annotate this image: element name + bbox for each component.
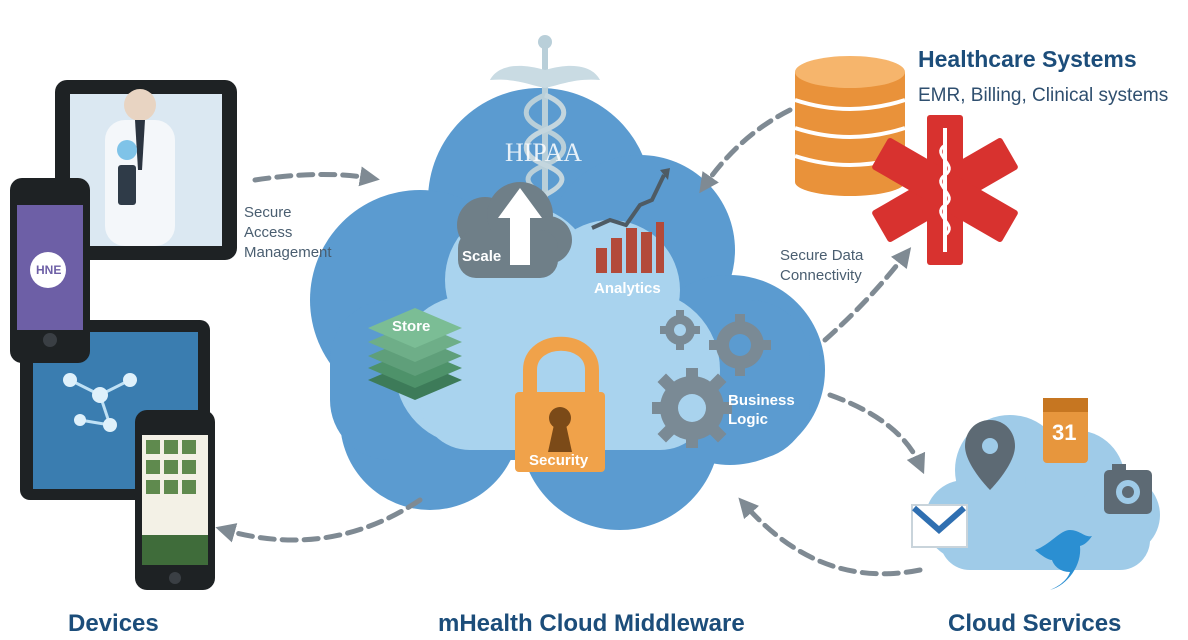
camera-icon <box>1104 464 1152 514</box>
analytics-label: Analytics <box>594 280 661 297</box>
calendar-icon <box>1043 398 1088 463</box>
connection-arrows <box>215 107 926 577</box>
cloud-services-title: Cloud Services <box>948 610 1122 637</box>
twitter-bird-icon <box>1035 530 1092 590</box>
business-logic-label-line1: Business <box>728 392 795 409</box>
secure-access-label-line3: Management <box>244 244 332 261</box>
middleware-title: mHealth Cloud Middleware <box>438 610 745 637</box>
database-icon <box>794 56 906 196</box>
phone-badge-label: HNE <box>36 263 62 277</box>
star-of-life-icon <box>872 115 1018 265</box>
secure-data-label-line1: Secure Data <box>780 247 864 264</box>
secure-access-label-line2: Access <box>244 224 293 241</box>
devices-title: Devices <box>68 610 159 637</box>
store-label: Store <box>392 318 431 335</box>
store-layers-icon <box>368 308 462 400</box>
healthcare-subtitle: EMR, Billing, Clinical systems <box>918 85 1169 106</box>
healthcare-title: Healthcare Systems <box>918 46 1137 72</box>
caduceus-icon <box>490 35 600 200</box>
scale-cloud-icon <box>457 182 572 278</box>
gears-icon <box>652 310 771 448</box>
tablet-doctor-device <box>55 80 237 260</box>
phone-app-device <box>10 178 90 363</box>
phone-catalog-device <box>135 410 215 590</box>
mail-icon <box>911 504 968 548</box>
security-label: Security <box>529 452 589 469</box>
business-logic-label-line2: Logic <box>728 411 768 428</box>
secure-access-label-line1: Secure <box>244 204 292 221</box>
calendar-day-label: 31 <box>1052 420 1077 445</box>
hipaa-label: HIPAA <box>505 138 583 167</box>
lock-icon <box>515 336 605 472</box>
scale-label: Scale <box>462 248 502 265</box>
analytics-chart-icon <box>591 168 670 273</box>
tablet-network-device <box>20 320 210 500</box>
secure-data-label-line2: Connectivity <box>780 267 862 284</box>
